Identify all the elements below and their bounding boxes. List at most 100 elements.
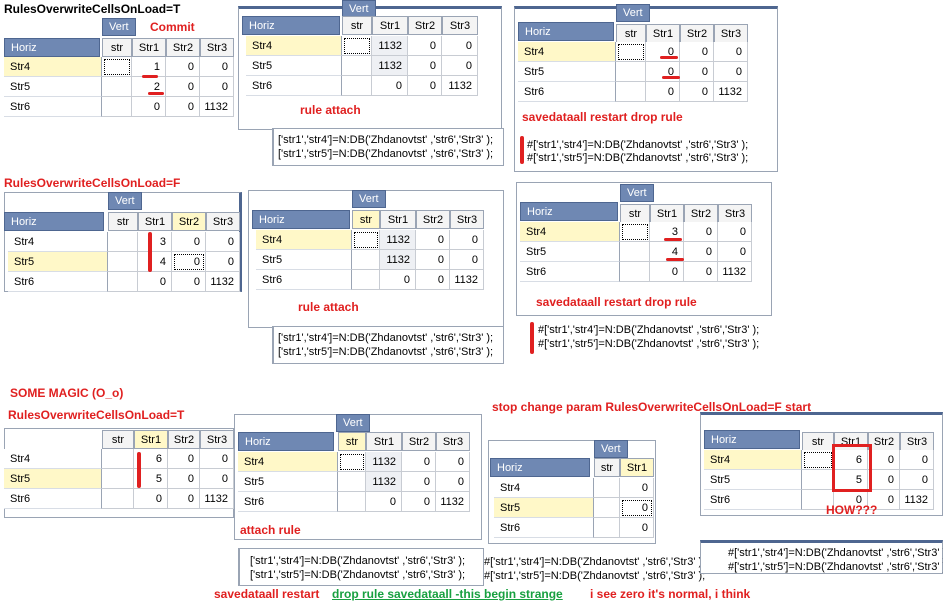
- col-head-str[interactable]: str: [342, 16, 372, 35]
- cell[interactable]: 0: [132, 97, 166, 117]
- cell[interactable]: [616, 42, 646, 62]
- cell[interactable]: 3: [138, 232, 172, 252]
- col-head-str[interactable]: str: [616, 24, 646, 43]
- col-head-str[interactable]: str: [620, 204, 650, 223]
- cell[interactable]: 0: [680, 62, 714, 82]
- row-label-str6[interactable]: Str6: [246, 76, 342, 96]
- row-label-str5[interactable]: Str5: [4, 469, 102, 489]
- cell[interactable]: [616, 82, 646, 102]
- row-label-str6[interactable]: Str6: [256, 270, 352, 290]
- vert-tab[interactable]: Vert: [616, 4, 650, 22]
- row-label-str6[interactable]: Str6: [238, 492, 338, 512]
- cell[interactable]: [338, 452, 366, 472]
- cell[interactable]: 0: [646, 82, 680, 102]
- cell[interactable]: [352, 250, 380, 270]
- row-label-str4[interactable]: Str4: [246, 36, 342, 56]
- horiz-header[interactable]: Horiz: [238, 432, 334, 451]
- row-label-str4[interactable]: Str4: [4, 57, 102, 77]
- cell[interactable]: 0: [900, 450, 934, 470]
- col-head-str[interactable]: str: [594, 458, 620, 477]
- horiz-header[interactable]: Horiz: [242, 16, 340, 35]
- horiz-header[interactable]: Horiz: [704, 430, 800, 449]
- cell[interactable]: 0: [680, 42, 714, 62]
- cell[interactable]: 0: [402, 492, 436, 512]
- col-head-str1[interactable]: Str1: [646, 24, 680, 43]
- col-head-str2[interactable]: Str2: [680, 24, 714, 43]
- horiz-header[interactable]: Horiz: [4, 212, 104, 231]
- col-head-str1[interactable]: Str1: [366, 432, 402, 451]
- cell[interactable]: [102, 77, 132, 97]
- row-label-str4[interactable]: Str4: [256, 230, 352, 250]
- cell[interactable]: 1132: [442, 76, 478, 96]
- row-label-str4[interactable]: Str4: [520, 222, 620, 242]
- cell[interactable]: 0: [416, 250, 450, 270]
- col-head-str1[interactable]: Str1: [134, 430, 168, 449]
- cell[interactable]: 0: [138, 272, 172, 292]
- cell[interactable]: [108, 252, 138, 272]
- col-head-str3[interactable]: Str3: [718, 204, 752, 223]
- col-head-str3[interactable]: Str3: [206, 212, 240, 231]
- cell[interactable]: 0: [402, 452, 436, 472]
- col-head-str1[interactable]: Str1: [132, 38, 166, 57]
- col-head-str[interactable]: str: [352, 210, 380, 229]
- horiz-header[interactable]: Horiz: [490, 458, 590, 477]
- cell[interactable]: 1132: [372, 56, 408, 76]
- cell[interactable]: 0: [168, 469, 200, 489]
- row-label-str5[interactable]: Str5: [8, 252, 108, 272]
- cell[interactable]: 0: [620, 478, 654, 498]
- vert-tab[interactable]: Vert: [352, 190, 386, 208]
- row-label-str4[interactable]: Str4: [518, 42, 616, 62]
- cell[interactable]: [620, 242, 650, 262]
- col-head-str3[interactable]: Str3: [450, 210, 484, 229]
- row-label-str4[interactable]: Str4: [704, 450, 802, 470]
- cell[interactable]: 5: [134, 469, 168, 489]
- cell[interactable]: 0: [450, 230, 484, 250]
- cell[interactable]: 0: [408, 56, 442, 76]
- cell[interactable]: 0: [416, 270, 450, 290]
- cell[interactable]: 4: [138, 252, 172, 272]
- cell[interactable]: [108, 272, 138, 292]
- row-label-str5[interactable]: Str5: [704, 470, 802, 490]
- cell[interactable]: 0: [380, 270, 416, 290]
- cell[interactable]: [802, 450, 834, 470]
- cell[interactable]: 0: [166, 77, 200, 97]
- cell[interactable]: 0: [900, 470, 934, 490]
- cell[interactable]: [802, 470, 834, 490]
- cell[interactable]: 0: [436, 452, 470, 472]
- cell[interactable]: [102, 489, 134, 509]
- cell[interactable]: 0: [442, 56, 478, 76]
- cell[interactable]: 0: [402, 472, 436, 492]
- cell[interactable]: 0: [684, 262, 718, 282]
- cell[interactable]: 0: [408, 36, 442, 56]
- cell[interactable]: 0: [684, 222, 718, 242]
- row-label-str6[interactable]: Str6: [704, 490, 802, 510]
- col-head-str[interactable]: str: [338, 432, 366, 451]
- col-head-str1[interactable]: Str1: [620, 458, 654, 477]
- cell[interactable]: 3: [650, 222, 684, 242]
- cell[interactable]: [352, 230, 380, 250]
- col-head-str3[interactable]: Str3: [714, 24, 748, 43]
- cell[interactable]: 0: [646, 62, 680, 82]
- col-head-str3[interactable]: Str3: [442, 16, 478, 35]
- cell[interactable]: [616, 62, 646, 82]
- cell[interactable]: [352, 270, 380, 290]
- cell[interactable]: 0: [684, 242, 718, 262]
- cell[interactable]: 0: [646, 42, 680, 62]
- row-label-str5[interactable]: Str5: [494, 498, 594, 518]
- vert-tab[interactable]: Vert: [594, 440, 628, 458]
- cell[interactable]: [338, 492, 366, 512]
- horiz-header[interactable]: Horiz: [252, 210, 350, 229]
- row-label-str4[interactable]: Str4: [8, 232, 108, 252]
- cell[interactable]: [594, 478, 620, 498]
- col-head-str3[interactable]: Str3: [436, 432, 470, 451]
- col-head-str3[interactable]: Str3: [200, 38, 234, 57]
- cell[interactable]: 0: [200, 57, 234, 77]
- col-head-str1[interactable]: Str1: [650, 204, 684, 223]
- horiz-header[interactable]: Horiz: [518, 22, 614, 41]
- cell[interactable]: 0: [200, 77, 234, 97]
- cell[interactable]: [594, 498, 620, 518]
- cell[interactable]: 0: [868, 490, 900, 510]
- cell[interactable]: 0: [718, 242, 752, 262]
- cell[interactable]: [802, 490, 834, 510]
- vert-tab[interactable]: Vert: [620, 184, 654, 202]
